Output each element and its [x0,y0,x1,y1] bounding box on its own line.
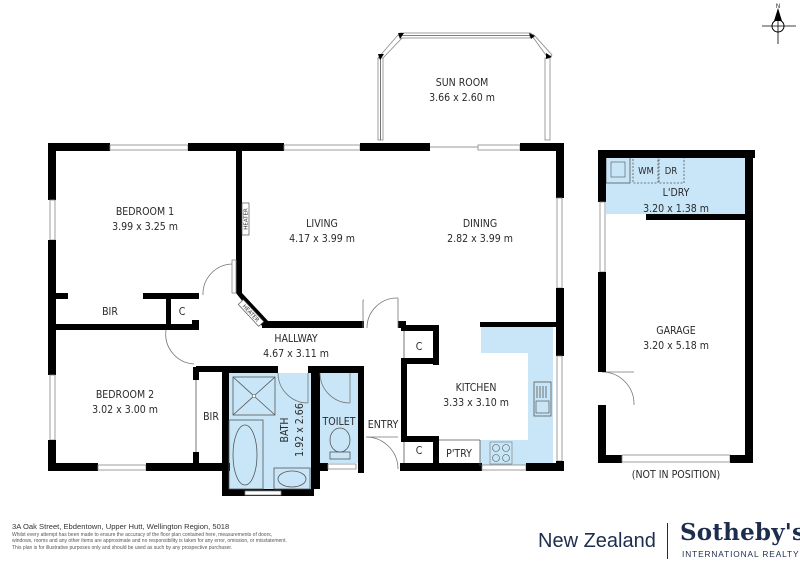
pantry-label: P'TRY [446,448,472,460]
kitchen-name: KITCHEN [456,382,497,394]
north-label: N [776,3,781,10]
dining-dims: 2.82 x 3.99 m [447,233,513,245]
brand-divider [667,523,668,559]
kitchen-dims: 3.33 x 3.10 m [443,397,509,409]
disclaimer-line-1: Whilst every attempt has been made to en… [12,532,273,538]
property-address: 3A Oak Street, Ebdentown, Upper Hutt, We… [12,522,230,531]
room-labels: SUN ROOM 3.66 x 2.60 m BEDROOM 1 3.99 x … [92,77,720,481]
bedroom1-name: BEDROOM 1 [116,206,174,218]
brand-region: New Zealand [538,530,656,552]
garage-walls [598,150,755,463]
garage-note: (NOT IN POSITION) [632,469,720,481]
hallway-name: HALLWAY [274,333,318,345]
door-swings [165,263,635,470]
heater-label: HEATER [244,208,250,230]
washing-machine-label: WM [638,166,654,177]
bedroom2-name: BEDROOM 2 [96,389,154,401]
brand-subtitle: INTERNATIONAL REALTY [682,549,800,559]
laundry-name: L'DRY [663,187,690,199]
bath-dims: 1.92 x 2.66 [294,403,306,457]
cupboard-hall-label: C [179,306,186,318]
hallway-dims: 4.67 x 3.11 m [263,348,329,360]
sun-room-walls [377,32,553,141]
living-dims: 4.17 x 3.99 m [289,233,355,245]
bedroom2-dims: 3.02 x 3.00 m [92,404,158,416]
disclaimer-line-2: windows, rooms and any other items are a… [12,538,287,545]
wet-areas [229,157,745,489]
garage-dims: 3.20 x 5.18 m [643,340,709,352]
laundry-dims: 3.20 x 1.38 m [643,203,709,215]
living-name: LIVING [306,218,338,230]
disclaimer-line-3: This plan is for illustrative purposes o… [12,544,233,551]
bir1-label: BIR [102,306,118,318]
cupboard-entry-bottom-label: C [416,445,423,457]
cupboard-entry-top-label: C [416,341,423,353]
dryer-label: DR [665,166,678,177]
sun-room-name: SUN ROOM [436,77,489,89]
footer: 3A Oak Street, Ebdentown, Upper Hutt, We… [12,522,492,551]
sun-room-dims: 3.66 x 2.60 m [429,92,495,104]
dining-name: DINING [463,218,497,230]
bath-name: BATH [279,418,291,443]
brand-logo: Sotheby's [680,519,800,546]
north-arrow-icon: N [762,3,796,44]
bir2-label: BIR [203,411,219,423]
garage-name: GARAGE [656,325,696,337]
entry-label: ENTRY [368,419,399,431]
bedroom1-dims: 3.99 x 3.25 m [112,221,178,233]
toilet-label: TOILET [322,416,356,428]
